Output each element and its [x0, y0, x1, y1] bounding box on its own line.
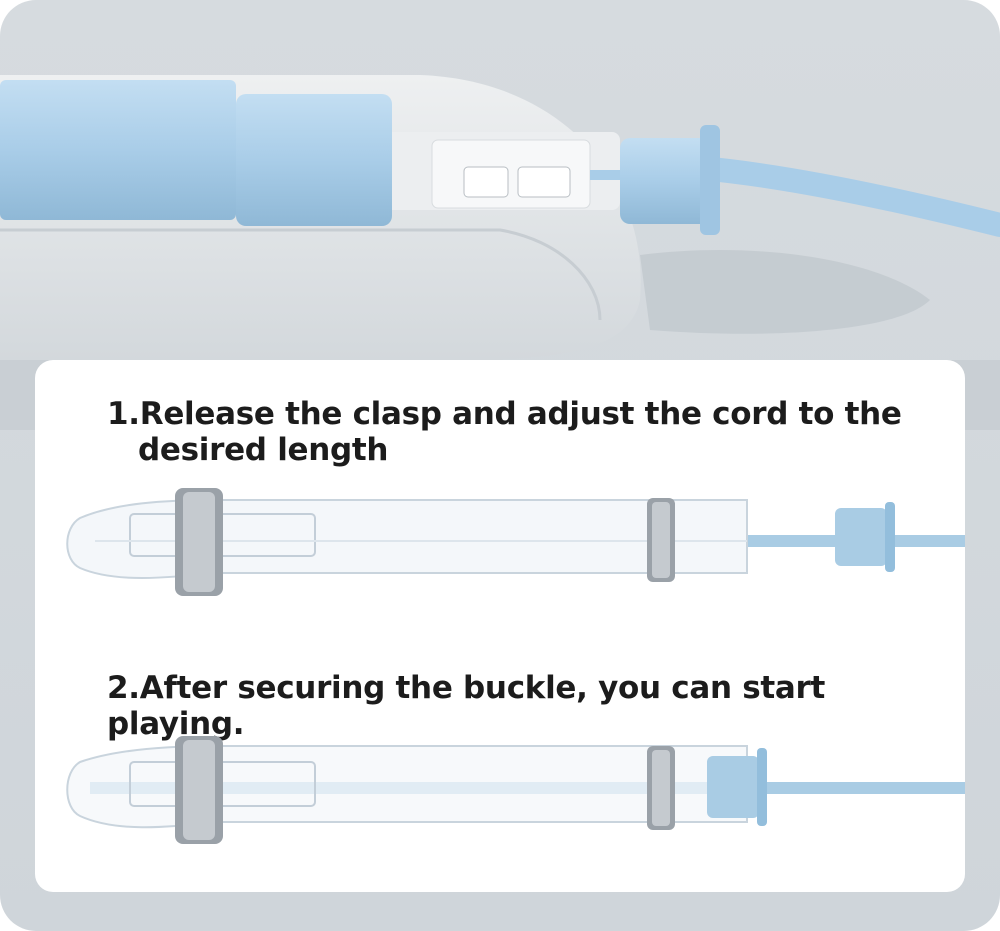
- metal-ring-right: [647, 498, 675, 582]
- transparent-handle: [66, 499, 748, 579]
- step2-text: 2.After securing the buckle, you can sta…: [107, 670, 826, 742]
- metal-ring-left: [175, 488, 223, 596]
- metal-ring-right: [647, 746, 675, 830]
- handle-diagram-released: [66, 488, 965, 596]
- cord-stopper: [835, 502, 895, 572]
- instruction-panel: 1.Release the clasp and adjust the cord …: [35, 360, 965, 892]
- step1-text: 1.Release the clasp and adjust the cord …: [107, 396, 902, 432]
- handle-diagram-secured: [66, 736, 965, 844]
- cord-stopper: [707, 748, 767, 826]
- transparent-handle: [66, 745, 748, 829]
- step1-text-continued: desired length: [138, 432, 389, 468]
- metal-ring-left: [175, 736, 223, 844]
